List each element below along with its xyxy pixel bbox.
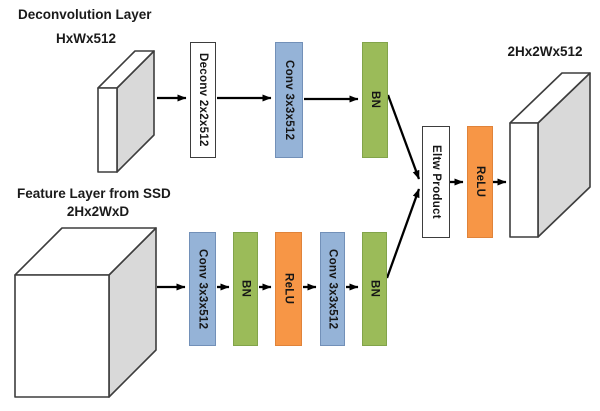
feature-layer-label: Feature Layer from SSD bbox=[17, 186, 171, 201]
node-eltw-product-label: Eltw Product bbox=[430, 145, 442, 219]
node-deconv-label: Deconv 2x2x512 bbox=[197, 53, 209, 147]
node-bn-top-label: BN bbox=[369, 91, 381, 109]
node-conv-bottom-2-label: Conv 3x3x512 bbox=[326, 248, 339, 330]
arrow-bn-top-to-eltw bbox=[386, 94, 421, 180]
node-relu-bottom-label: ReLU bbox=[282, 273, 295, 305]
node-relu-mid-label: ReLU bbox=[474, 166, 486, 198]
arrow-bn-bottom-to-eltw bbox=[385, 188, 421, 279]
input-feature-slab bbox=[97, 50, 155, 173]
node-conv-top: Conv 3x3x512 bbox=[275, 42, 303, 158]
flow-arrows bbox=[157, 94, 507, 291]
node-relu-bottom: ReLU bbox=[275, 232, 302, 346]
node-relu-mid: ReLU bbox=[467, 126, 493, 238]
node-bn-bottom-1: BN bbox=[233, 232, 258, 346]
node-conv-bottom-2: Conv 3x3x512 bbox=[320, 232, 345, 346]
ssd-feature-cube bbox=[14, 227, 157, 398]
node-bn-bottom-2-label: BN bbox=[368, 280, 381, 298]
output-feature-slab bbox=[509, 72, 591, 238]
node-bn-bottom-2: BN bbox=[362, 232, 387, 346]
diagram-title: Deconvolution Layer bbox=[18, 7, 152, 22]
node-conv-top-label: Conv 3x3x512 bbox=[283, 59, 295, 141]
node-conv-bottom-1-label: Conv 3x3x512 bbox=[196, 248, 209, 330]
node-conv-bottom-1: Conv 3x3x512 bbox=[189, 232, 216, 346]
node-bn-top: BN bbox=[362, 42, 388, 158]
input-dims-label: HxWx512 bbox=[55, 31, 117, 46]
node-eltw-product: Eltw Product bbox=[422, 126, 450, 238]
node-deconv: Deconv 2x2x512 bbox=[190, 42, 216, 158]
feature-dims-label: 2Hx2WxD bbox=[66, 204, 130, 219]
node-bn-bottom-1-label: BN bbox=[239, 280, 252, 298]
output-dims-label: 2Hx2Wx512 bbox=[507, 44, 583, 59]
